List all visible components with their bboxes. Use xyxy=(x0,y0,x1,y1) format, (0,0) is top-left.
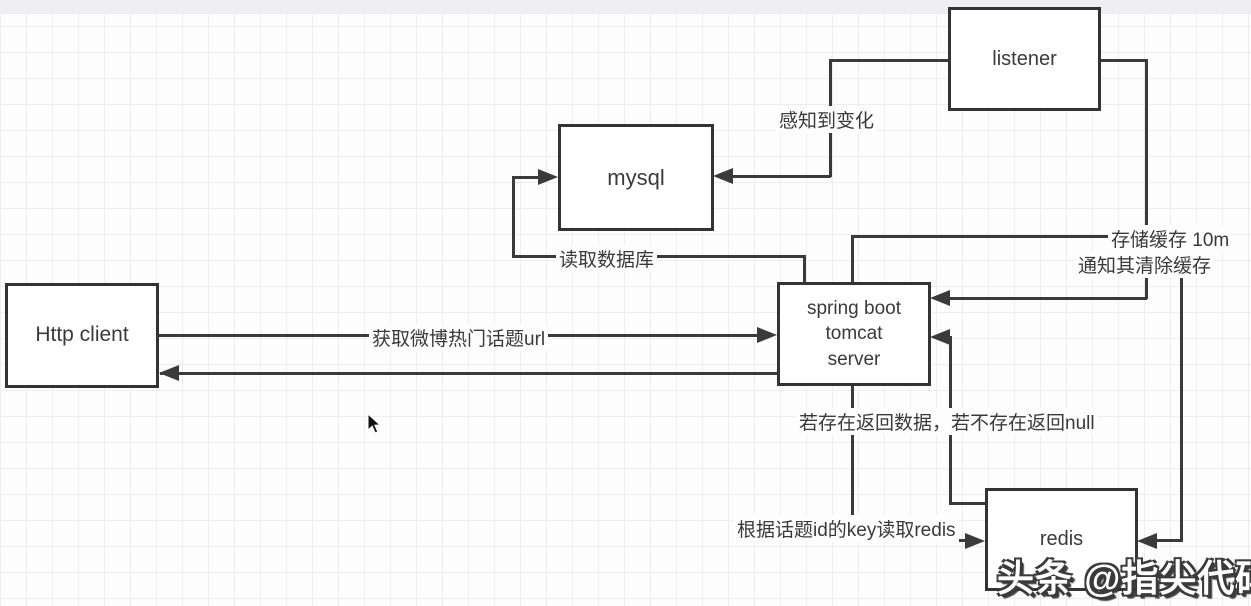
mouse-cursor-icon xyxy=(367,413,382,434)
edge-spring-redis-store-segment xyxy=(851,235,854,283)
arrowhead-into-redis-left xyxy=(965,533,985,549)
edge-listener-spring-segment xyxy=(1100,59,1148,62)
edge-listener-mysql-segment xyxy=(829,59,948,62)
edge-listener-spring-segment xyxy=(1145,59,1148,299)
arrowhead-into-http-client xyxy=(159,365,179,381)
edge-label-store-cache: 存储缓存 10m xyxy=(1108,225,1233,252)
edge-listener-mysql-segment xyxy=(731,175,831,178)
arrowhead-into-redis-right xyxy=(1137,533,1157,549)
toutiao-watermark: 头条 @指尖代码 xyxy=(997,558,1251,599)
edge-spring-http-segment xyxy=(160,372,777,375)
edge-spring-mysql-segment xyxy=(803,255,806,283)
edge-label-perceive-change: 感知到变化 xyxy=(776,106,878,133)
arrowhead-into-spring-left xyxy=(757,327,777,343)
edge-spring-mysql-segment xyxy=(512,176,515,257)
node-http-client: Http client xyxy=(5,283,159,388)
edge-spring-mysql-segment xyxy=(512,176,540,179)
top-gray-band xyxy=(0,0,1251,14)
edge-label-notify-clear-cache: 通知其清除缓存 xyxy=(1075,251,1215,278)
edge-listener-spring-segment xyxy=(948,297,1147,300)
edge-spring-redis-store-segment xyxy=(1180,235,1183,542)
edge-spring-redis-read-segment xyxy=(851,385,854,541)
node-redis: redis xyxy=(985,488,1138,591)
arrowhead-into-spring-right-top xyxy=(930,290,950,306)
edge-label-return-data-or-null: 若存在返回数据，若不存在返回null xyxy=(796,408,1098,435)
edge-label-get-topic-url: 获取微博热门话题url xyxy=(369,324,549,351)
edge-spring-redis-store-segment xyxy=(1155,539,1183,542)
node-spring-boot-tomcat-server: spring boot tomcat server xyxy=(777,282,931,386)
edge-spring-redis-store-segment xyxy=(851,235,1183,238)
node-listener: listener xyxy=(948,7,1101,111)
edge-spring-mysql-segment xyxy=(512,255,806,258)
edge-label-read-redis-by-key: 根据话题id的key读取redis xyxy=(734,515,959,542)
arrowhead-into-mysql-left xyxy=(538,169,558,185)
arrowhead-into-spring-right-bottom xyxy=(930,329,950,345)
node-mysql: mysql xyxy=(558,124,714,231)
edge-label-read-db: 读取数据库 xyxy=(556,245,658,272)
edge-redis-spring-segment xyxy=(949,502,986,505)
arrowhead-into-mysql xyxy=(713,168,733,184)
